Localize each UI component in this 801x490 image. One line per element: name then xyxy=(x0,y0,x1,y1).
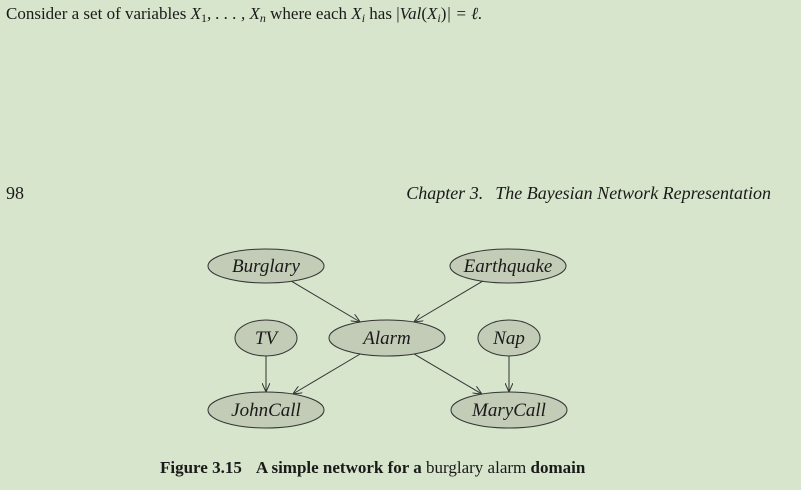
node-marycall-label: MaryCall xyxy=(471,400,546,421)
node-earthquake-ellipse xyxy=(449,248,567,284)
node-burglary: Burglary xyxy=(207,248,325,284)
caption-bold-part1: A simple network for a xyxy=(255,458,422,477)
intro-dots: , . . . , xyxy=(206,4,246,23)
node-tv-ellipse xyxy=(234,319,298,357)
running-head: Chapter 3. The Bayesian Network Represent… xyxy=(406,183,771,204)
edge-alarm-to-marycall xyxy=(413,353,482,394)
intro-var-xn: Xn xyxy=(249,4,266,25)
node-johncall-ellipse xyxy=(207,391,325,429)
intro-has: has xyxy=(369,4,392,23)
node-marycall: MaryCall xyxy=(450,391,568,429)
node-johncall-label: JohnCall xyxy=(231,400,301,421)
edges-layer xyxy=(266,280,509,394)
figure-caption: Figure 3.15 A simple network for a burgla… xyxy=(160,458,585,478)
node-alarm-label: Alarm xyxy=(361,328,411,349)
chapter-number: Chapter 3. xyxy=(406,183,484,203)
intro-prefix: Consider a set of variables xyxy=(6,4,187,23)
figure-number: Figure 3.15 xyxy=(160,458,242,477)
intro-var-x1: X1 xyxy=(190,4,207,25)
intro-var-xi: Xi xyxy=(351,4,366,25)
node-earthquake-label: Earthquake xyxy=(463,256,553,277)
node-burglary-label: Burglary xyxy=(232,256,300,277)
node-tv: TV xyxy=(234,319,298,357)
page-number: 98 xyxy=(6,183,24,203)
node-nap-label: Nap xyxy=(492,328,525,349)
edge-alarm-to-johncall xyxy=(293,353,361,394)
node-earthquake: Earthquake xyxy=(449,248,567,284)
node-johncall: JohnCall xyxy=(207,391,325,429)
intro-val-expression: |Val(Xi)| = ℓ. xyxy=(396,4,483,25)
node-tv-label: TV xyxy=(255,328,280,349)
edge-burglary-to-alarm xyxy=(291,280,361,322)
node-marycall-ellipse xyxy=(450,391,568,429)
edge-earthquake-to-alarm xyxy=(414,280,483,322)
intro-where: where each xyxy=(270,4,348,23)
node-nap-ellipse xyxy=(477,319,541,357)
caption-bold-part2: domain xyxy=(530,458,586,477)
node-alarm-ellipse xyxy=(328,319,446,357)
node-alarm: Alarm xyxy=(328,319,446,357)
node-nap: Nap xyxy=(477,319,541,357)
node-burglary-ellipse xyxy=(207,248,325,284)
intro-result: | = ℓ. xyxy=(446,4,483,23)
chapter-title: The Bayesian Network Representation xyxy=(495,183,771,203)
caption-plain-part: burglary alarm xyxy=(426,458,527,477)
intro-sentence: Consider a set of variables X1, . . . , … xyxy=(6,4,482,26)
